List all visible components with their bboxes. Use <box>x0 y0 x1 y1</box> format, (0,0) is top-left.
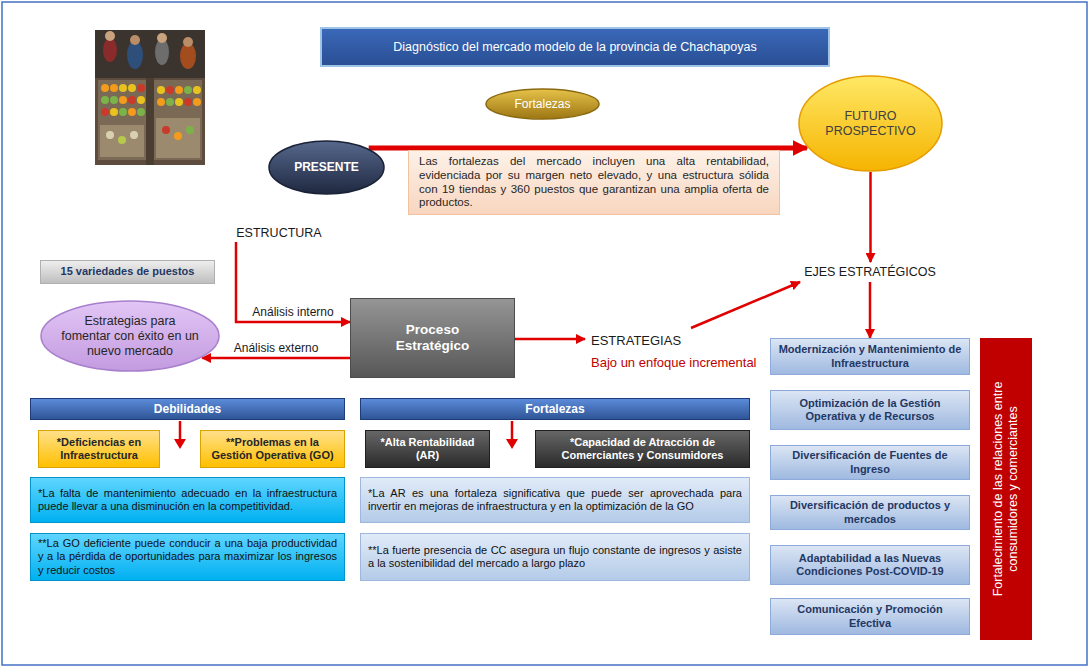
node-text: Optimización de la Gestión Operativa y d… <box>777 397 963 423</box>
weakness-tag: *Deficiencias en Infraestructura <box>38 430 160 468</box>
node-text: **Problemas en la Gestión Operativa (GO) <box>206 436 339 462</box>
weakness-note: *La falta de mantenimiento adecuado en l… <box>30 477 345 523</box>
node-text: Diversificación de Fuentes de Ingreso <box>777 449 963 475</box>
structure-box: 15 variedades de puestos <box>40 260 215 284</box>
strength-ellipse: Fortalezas <box>485 88 600 120</box>
axis-box: Diversificación de productos y mercados <box>770 495 970 530</box>
node-text: FUTURO PROSPECTIVO <box>821 109 921 139</box>
present-ellipse: PRESENTE <box>268 140 385 195</box>
node-text: *Capacidad de Atracción de Comerciantes … <box>541 436 744 462</box>
strategy-ellipse: Estrategias para fomentar con éxito en u… <box>40 300 220 372</box>
node-text: Diversificación de productos y mercados <box>777 499 963 525</box>
axis-box: Modernización y Mantenimiento de Infraes… <box>770 338 970 375</box>
axis-box: Comunicación y Promoción Efectiva <box>770 598 970 635</box>
node-text: Comunicación y Promoción Efectiva <box>777 603 963 629</box>
vertical-band: Fortalecimiento de las relaciones entre … <box>980 338 1032 640</box>
connector-arrow <box>691 282 800 328</box>
strength-note: **La fuerte presencia de CC asegura un f… <box>360 533 750 581</box>
node-text: **La GO deficiente puede conducir a una … <box>38 537 337 577</box>
section-header: Fortalezas <box>360 398 750 420</box>
title-box: Diagnóstico del mercado modelo de la pro… <box>320 27 830 67</box>
process-box: Proceso Estratégico <box>350 298 515 378</box>
axes-label: EJES ESTRATÉGICOS <box>788 262 952 282</box>
section-header: Debilidades <box>30 398 345 420</box>
node-text: Fortalezas <box>525 402 584 416</box>
connector-arrow <box>236 242 350 322</box>
strategies-label: ESTRATEGIAS Bajo un enfoque incremental <box>585 328 760 376</box>
strength-note: *La AR es una fortaleza significativa qu… <box>360 477 750 523</box>
node-text: PRESENTE <box>294 160 359 174</box>
node-text: Modernización y Mantenimiento de Infraes… <box>777 343 963 369</box>
node-text: *La AR es una fortaleza significativa qu… <box>368 487 742 513</box>
axis-box: Optimización de la Gestión Operativa y d… <box>770 390 970 430</box>
strength-tag: *Capacidad de Atracción de Comerciantes … <box>535 430 750 468</box>
connector-arrow <box>515 338 585 341</box>
node-text: *La falta de mantenimiento adecuado en l… <box>38 487 337 513</box>
connector-arrow <box>202 357 350 360</box>
summary-box: Las fortalezas del mercado incluyen una … <box>408 150 780 215</box>
node-text: Fortalezas <box>514 97 570 111</box>
node-text: Estrategias para fomentar con éxito en u… <box>60 314 200 359</box>
structure-label: ESTRUCTURA <box>232 224 326 242</box>
node-text: 15 variedades de puestos <box>61 265 195 278</box>
edge-label: Análisis interno <box>250 305 335 319</box>
down-arrow <box>174 421 186 449</box>
node-text: EJES ESTRATÉGICOS <box>804 265 936 280</box>
node-text: Las fortalezas del mercado incluyen una … <box>419 155 769 210</box>
axis-box: Adaptabilidad a las Nuevas Condiciones P… <box>770 545 970 585</box>
node-text: Adaptabilidad a las Nuevas Condiciones P… <box>777 552 963 578</box>
node-subtext: Bajo un enfoque incremental <box>591 355 757 371</box>
node-text: ESTRUCTURA <box>236 226 321 241</box>
node-text: Proceso Estratégico <box>378 322 488 354</box>
weakness-note: **La GO deficiente puede conducir a una … <box>30 533 345 581</box>
node-text: Debilidades <box>154 402 221 416</box>
edge-label: Análisis externo <box>232 341 321 355</box>
axis-box: Diversificación de Fuentes de Ingreso <box>770 445 970 480</box>
node-text: *Deficiencias en Infraestructura <box>44 436 154 462</box>
connector-arrow <box>869 172 872 262</box>
strength-tag: *Alta Rentabilidad (AR) <box>365 430 490 468</box>
node-text: **La fuerte presencia de CC asegura un f… <box>368 544 742 570</box>
node-text: ESTRATEGIAS <box>591 333 681 349</box>
down-arrow <box>506 421 518 449</box>
title-text: Diagnóstico del mercado modelo de la pro… <box>393 40 756 54</box>
node-text: *Alta Rentabilidad (AR) <box>371 436 484 462</box>
connector-arrow <box>869 282 872 338</box>
future-circle: FUTURO PROSPECTIVO <box>798 75 943 172</box>
market-photo <box>95 30 205 165</box>
weakness-tag: **Problemas en la Gestión Operativa (GO) <box>200 430 345 468</box>
node-text: Fortalecimiento de las relaciones entre … <box>991 345 1021 633</box>
